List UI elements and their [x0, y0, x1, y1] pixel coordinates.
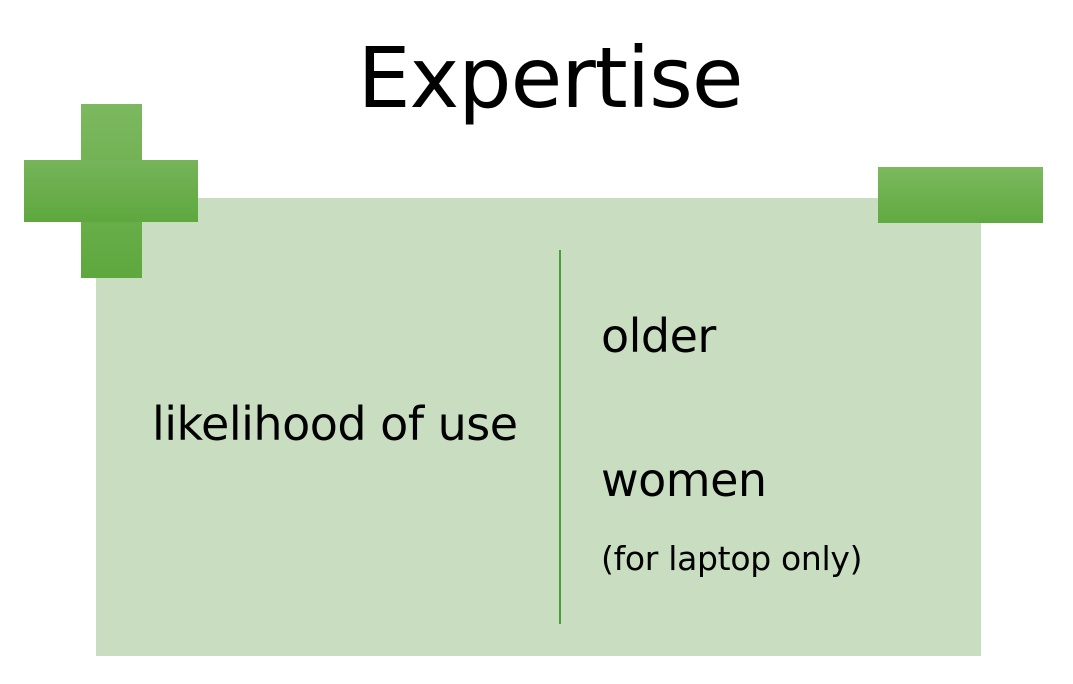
page-title: Expertise — [357, 29, 743, 127]
minus-icon — [878, 167, 1043, 223]
positive-effect-text: likelihood of use — [152, 397, 518, 451]
negative-note: (for laptop only) — [601, 539, 863, 578]
negative-item-older: older — [601, 309, 716, 363]
negative-item-women: women — [601, 453, 767, 507]
column-divider — [559, 250, 561, 624]
plus-icon-horizontal-bar — [24, 160, 198, 222]
content-panel — [96, 198, 981, 656]
